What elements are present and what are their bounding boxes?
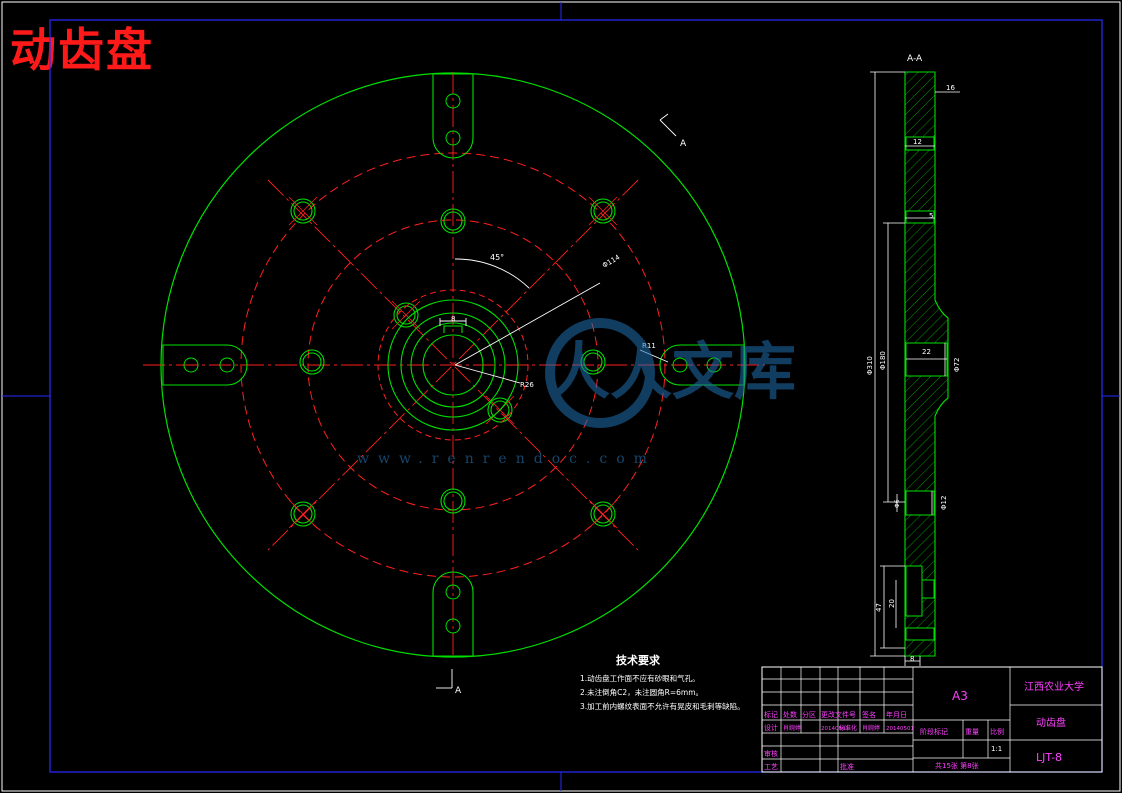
arrow-label-top: A	[680, 139, 687, 149]
dim-r-inner: R26	[520, 381, 534, 389]
rev-h-0: 标记	[764, 710, 778, 719]
sheet-size: A3	[952, 689, 968, 703]
dim-8: 8	[910, 655, 914, 663]
section-dimensions	[870, 71, 960, 666]
tech-item-3: 3.加工前内螺纹表面不允许有晃皮和毛刺等缺陷。	[580, 701, 745, 711]
weight-label: 重量	[965, 728, 979, 736]
dim-key: 8	[451, 315, 455, 323]
tech-heading: 技术要求	[616, 653, 661, 667]
watermark-url: www.renrendoc.com	[357, 451, 656, 467]
dim-bolt-dia: Φ114	[601, 253, 622, 270]
watermark-logo-ring	[545, 318, 655, 428]
tech-requirements: 技术要求 1.动齿盘工作面不应有砂眼和气孔。 2.未注倒角C2，未注圆角R=6m…	[580, 653, 745, 711]
rev-h-3: 更改文件号	[821, 710, 856, 719]
hub-dashed	[377, 289, 529, 441]
title-block: 标记 处数 分区 更改文件号 签名 年月日 设计 肖婉婷 20140501 标准…	[761, 666, 1103, 773]
std-date: 20140501	[886, 726, 914, 732]
design-label: 设计	[764, 723, 778, 732]
dim-5: 5	[929, 212, 933, 220]
slot-right	[659, 344, 745, 386]
process-label: 工艺	[764, 763, 778, 771]
dim-phi180: Φ180	[879, 351, 887, 370]
scale-value: 1:1	[991, 745, 1002, 753]
rev-h-1: 处数	[783, 710, 797, 719]
section-label: A-A	[907, 54, 923, 64]
bolt-holes	[299, 208, 606, 514]
dim-phi72: Φ72	[953, 358, 961, 372]
dim-12: 12	[913, 138, 922, 146]
part-code: LJT-8	[1036, 751, 1062, 764]
dim-phi310: Φ310	[866, 356, 874, 375]
dim-phi12: Φ12	[940, 496, 948, 510]
hub	[387, 299, 519, 431]
part-name: 动齿盘	[1036, 716, 1066, 729]
scale-label: 比例	[990, 727, 1004, 736]
plan-dimensions	[436, 113, 677, 689]
slot-bottom	[432, 571, 474, 657]
slot-left	[162, 344, 248, 386]
dim-phi6: Φ6	[894, 499, 901, 508]
rev-h-2: 分区	[802, 710, 816, 719]
drawing-title: 动齿盘	[10, 23, 154, 77]
std-label: 标准化	[839, 724, 857, 732]
dim-22: 22	[922, 348, 931, 356]
designer: 肖婉婷	[783, 724, 801, 732]
slots	[162, 73, 745, 657]
diagonal-holes	[290, 198, 616, 527]
tech-item-1: 1.动齿盘工作面不应有砂眼和气孔。	[580, 673, 700, 683]
slot-top	[432, 73, 474, 159]
plan-view: 45° Φ114 8 R26 R11 A A	[143, 72, 765, 696]
section-view: A-A	[866, 54, 961, 666]
rev-h-4: 签名	[862, 710, 876, 719]
approve-label: 批准	[840, 762, 854, 771]
sheet-count: 共15张 第8张	[935, 761, 979, 770]
keyway	[443, 325, 463, 333]
dim-47: 47	[875, 603, 883, 612]
school-name: 江西农业大学	[1024, 680, 1084, 693]
dim-r-slot: R11	[642, 342, 656, 350]
dim-20: 20	[888, 599, 896, 608]
section-holes	[905, 136, 948, 641]
dim-angle: 45°	[490, 253, 504, 262]
watermark-logo-text: 人人文库	[548, 335, 796, 408]
arrow-label-bottom: A	[455, 686, 462, 696]
rev-h-5: 年月日	[886, 710, 907, 719]
watermark: 人人文库 www.renrendoc.com	[357, 318, 796, 467]
std-person: 肖婉婷	[862, 724, 880, 732]
design-date: 20140501	[821, 726, 849, 732]
tech-item-2: 2.未注倒角C2，未注圆角R=6mm。	[580, 687, 703, 697]
dim-16: 16	[946, 84, 955, 92]
slot-holes	[183, 93, 722, 634]
review-label: 审核	[764, 749, 778, 758]
stage-label: 阶段标记	[920, 727, 948, 736]
